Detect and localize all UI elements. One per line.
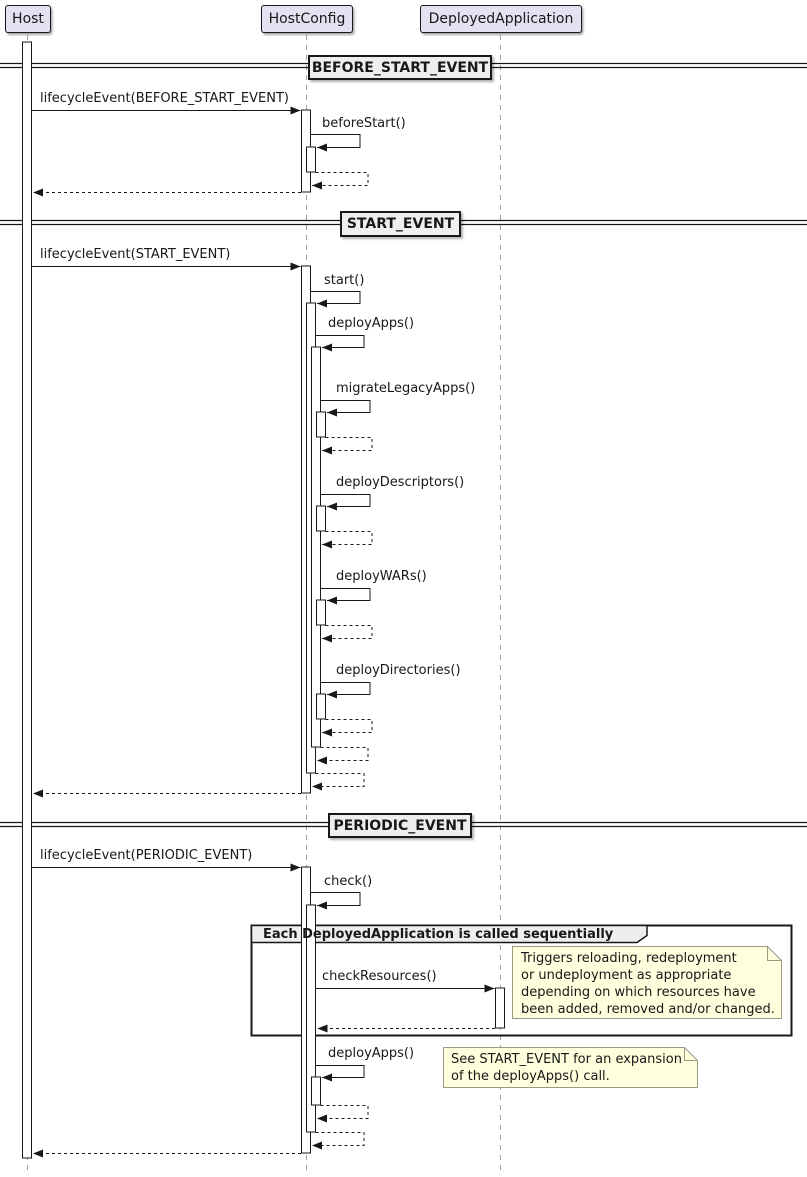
message-label-check-resources: checkResources() (322, 969, 437, 984)
divider-label-text: BEFORE_START_EVENT (311, 59, 489, 76)
activation-migrate-legacy-apps (316, 411, 326, 438)
arrow-deploy-apps-periodic-self (315, 1065, 365, 1082)
message-label-before-start: beforeStart() (322, 116, 406, 131)
divider-lines (0, 62, 807, 828)
divider-label-text: START_EVENT (346, 216, 455, 232)
divider-periodic-event: PERIODIC_EVENT (328, 813, 472, 838)
return-deploy-apps-periodic (317, 1105, 369, 1123)
message-label-check: check() (324, 874, 373, 889)
note-text-check-resources: Triggers reloading, redeployment or unde… (521, 951, 775, 1017)
note-fold-icon (767, 946, 782, 961)
divider-start-event: START_EVENT (340, 211, 461, 237)
divider-before-start-event: BEFORE_START_EVENT (308, 55, 492, 80)
participant-label: HostConfig (268, 11, 346, 27)
arrow-deploy-descriptors-self (320, 494, 371, 511)
activation-bars (22, 41, 505, 1159)
group-frame (250, 924, 793, 1037)
note-deploy-apps (443, 1047, 698, 1088)
activation-deploy-apps-call (311, 346, 321, 748)
call-arrows (31, 106, 495, 1082)
message-label-deploy-wars: deployWARs() (336, 569, 427, 584)
return-before-start (312, 172, 369, 190)
activation-deployedapplication (495, 987, 505, 1029)
activation-deploy-directories (316, 693, 326, 720)
arrow-before-start-self (310, 134, 361, 152)
arrow-deploy-wars-self (320, 588, 371, 605)
participant-label: DeployedApplication (428, 11, 574, 27)
activation-before-start-call (306, 146, 316, 173)
participant-hostconfig: HostConfig (261, 5, 353, 33)
note-check-resources (512, 946, 782, 1019)
message-label-deploy-descriptors: deployDescriptors() (336, 475, 465, 490)
activation-deploy-wars (316, 599, 326, 626)
group-header-label: Each DeployedApplication is called seque… (263, 927, 614, 942)
divider-label-text: PERIODIC_EVENT (333, 817, 467, 834)
return-deploy-wars (322, 625, 373, 643)
message-label-lifecycle-before-start: lifecycleEvent(BEFORE_START_EVENT) (40, 91, 289, 106)
activation-host (22, 41, 32, 1159)
return-deploy-descriptors (322, 531, 373, 549)
return-deploy-apps (317, 747, 369, 765)
return-migrate-legacy-apps (322, 437, 373, 455)
message-label-deploy-directories: deployDirectories() (336, 663, 461, 678)
arrow-deploy-directories-self (320, 682, 371, 699)
lifelines (27, 35, 501, 1172)
participant-deployedapplication: DeployedApplication (420, 5, 582, 33)
activation-deploy-descriptors (316, 505, 326, 532)
return-check (312, 1132, 365, 1150)
message-label-lifecycle-periodic: lifecycleEvent(PERIODIC_EVENT) (40, 848, 253, 863)
arrow-deploy-apps-self (315, 335, 365, 352)
arrow-start-self (310, 291, 361, 308)
message-label-lifecycle-start: lifecycleEvent(START_EVENT) (40, 247, 231, 262)
note-text-deploy-apps: See START_EVENT for an expansion of the … (451, 1052, 682, 1084)
message-label-start: start() (324, 273, 365, 288)
message-label-deploy-apps-periodic: deployApps() (328, 1046, 415, 1061)
message-label-deploy-apps: deployApps() (328, 316, 415, 331)
arrow-check-self (310, 892, 361, 910)
note-fold-icon (684, 1047, 698, 1061)
activation-deploy-apps-periodic (311, 1076, 321, 1106)
participant-host: Host (5, 5, 51, 33)
return-start (312, 773, 365, 791)
notes (443, 946, 782, 1088)
group-header-tab (250, 924, 648, 944)
return-arrows (33, 172, 495, 1158)
return-deploy-directories (322, 719, 373, 737)
participant-label: Host (12, 11, 44, 27)
arrow-migrate-legacy-apps-self (320, 400, 371, 417)
activation-check-call (306, 904, 316, 1133)
message-label-migrate-legacy-apps: migrateLegacyApps() (336, 381, 476, 396)
